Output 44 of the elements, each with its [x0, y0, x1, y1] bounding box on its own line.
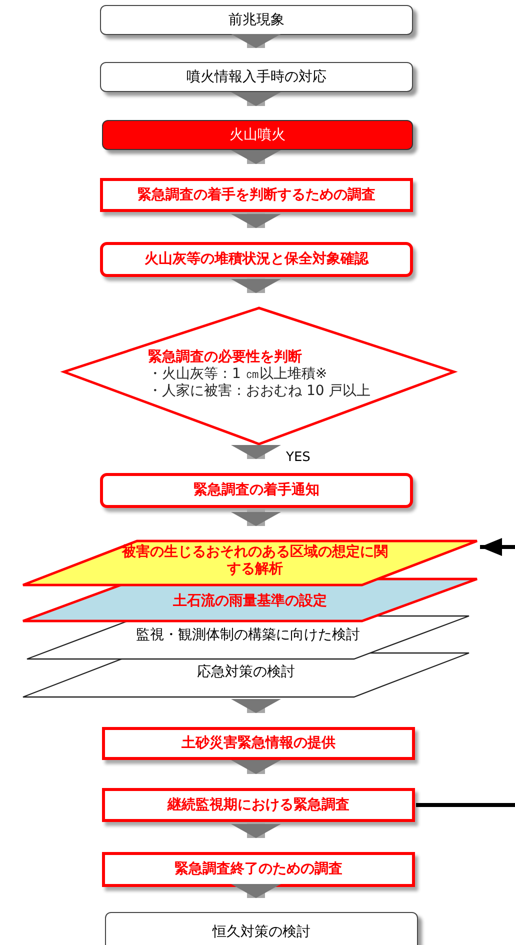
box-label: 前兆現象	[228, 12, 284, 28]
process-box	[100, 473, 413, 508]
box-label: 恒久対策の検討	[212, 924, 310, 940]
box-label: 緊急調査の着手通知	[194, 482, 320, 499]
block-arrow	[231, 213, 281, 228]
box-label: 被害の生じるおそれのある区域の想定に関する解析	[120, 544, 389, 578]
block-arrow	[231, 884, 281, 898]
box-label: 緊急調査終了のための調査	[174, 861, 342, 878]
box-label: 土石流の雨量基準の設定	[173, 593, 327, 610]
block-arrow	[231, 699, 281, 713]
box-label: 火山灰等の堆積状況と保全対象確認	[144, 251, 368, 268]
criterion-text: ・火山灰等：1 ㎝以上堆積※	[148, 366, 328, 383]
box-label: 火山噴火	[230, 126, 286, 144]
process-box	[102, 120, 413, 150]
block-arrow	[231, 278, 281, 293]
process-box	[102, 852, 415, 887]
box-label: 緊急調査の着手を判断するための調査	[138, 186, 376, 204]
parallelogram	[26, 615, 470, 660]
box-label: 応急対策の検討	[197, 664, 295, 681]
block-arrow	[231, 34, 281, 48]
block-arrow	[231, 509, 281, 526]
parallelogram	[22, 578, 478, 622]
parallelogram	[22, 652, 470, 698]
heading: 緊急調査の必要性を判断	[148, 349, 303, 366]
process-box	[100, 62, 413, 92]
block-arrow	[231, 823, 281, 838]
process-box	[100, 242, 413, 277]
process-box	[100, 178, 413, 212]
arrow	[480, 538, 515, 556]
block-arrow	[231, 150, 281, 164]
process-box	[102, 727, 415, 760]
process-box	[105, 912, 418, 945]
box-label: 監視・観測体制の構築に向けた検討	[136, 627, 360, 644]
block-arrow	[231, 760, 281, 774]
process-box	[100, 5, 413, 35]
parallelogram	[22, 540, 478, 586]
decision-diamond	[63, 307, 455, 445]
block-arrow	[231, 92, 281, 106]
process-box	[102, 788, 415, 822]
criterion-text: ・人家に被害：おおむね 10 戸以上	[148, 383, 371, 400]
box-label: 噴火情報入手時の対応	[186, 68, 326, 86]
box-label: 継続監視期における緊急調査	[168, 796, 350, 814]
block-arrow	[231, 445, 281, 459]
box-label: 土砂災害緊急情報の提供	[182, 735, 336, 752]
